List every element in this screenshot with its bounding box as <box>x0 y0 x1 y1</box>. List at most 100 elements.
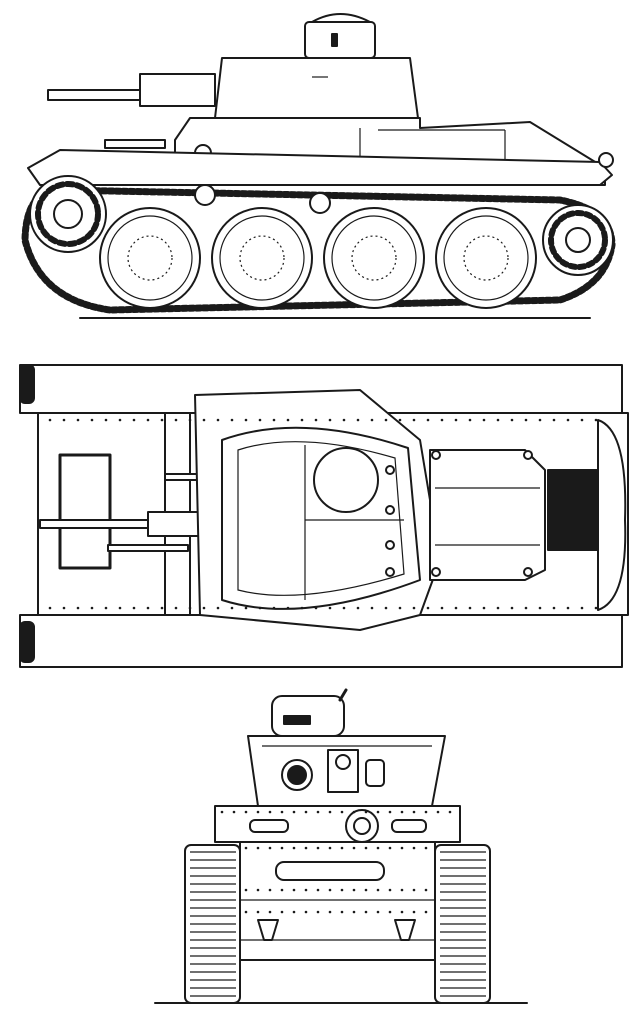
deck-bolt <box>523 567 533 577</box>
rivet <box>174 418 178 422</box>
front-mudguard-right <box>19 621 35 663</box>
rivet <box>524 606 528 610</box>
hull-side <box>27 117 614 186</box>
return-roller-rear <box>309 192 331 214</box>
track-guard <box>27 149 613 186</box>
rivet <box>328 888 332 892</box>
gun-mantlet <box>139 73 216 107</box>
road-wheel-hub <box>463 235 509 281</box>
road-wheel-tyre <box>323 207 425 309</box>
rivet <box>292 846 296 850</box>
rivet <box>412 418 416 422</box>
front-tow-bar <box>275 861 385 881</box>
rivet <box>118 606 122 610</box>
tow-hook-left <box>257 919 279 941</box>
rivet <box>316 888 320 892</box>
rivet <box>90 606 94 610</box>
top-view <box>19 364 629 668</box>
road-wheel-hub <box>239 235 285 281</box>
rivet <box>412 910 416 914</box>
rivet <box>328 910 332 914</box>
rivet <box>468 606 472 610</box>
rivet <box>244 846 248 850</box>
road-wheel-hub <box>351 235 397 281</box>
commander-cupola <box>304 21 376 59</box>
rivet <box>538 606 542 610</box>
rivet <box>258 606 262 610</box>
rivet <box>352 846 356 850</box>
rivet <box>244 606 248 610</box>
rivet <box>256 888 260 892</box>
rivet <box>132 606 136 610</box>
rivet <box>230 418 234 422</box>
deck-bolt <box>431 567 441 577</box>
rivet <box>300 418 304 422</box>
idler-wheel <box>542 204 614 276</box>
rivet <box>424 846 428 850</box>
rivet <box>160 418 164 422</box>
rivet <box>132 418 136 422</box>
rivet <box>304 846 308 850</box>
rivet <box>272 606 276 610</box>
driver-hatch-frame <box>58 453 112 570</box>
rivet <box>286 606 290 610</box>
rivet <box>412 810 416 814</box>
turret-body <box>214 57 419 119</box>
deck-bolt <box>431 450 441 460</box>
road-wheel-rim <box>107 215 193 301</box>
rivet <box>468 418 472 422</box>
rivet <box>328 810 332 814</box>
rivet <box>188 606 192 610</box>
rivet <box>268 888 272 892</box>
rivet <box>412 606 416 610</box>
gunner-visor <box>391 819 427 833</box>
rivet <box>272 418 276 422</box>
rivet <box>424 910 428 914</box>
rivet <box>104 418 108 422</box>
rivet <box>510 418 514 422</box>
rivet <box>376 810 380 814</box>
rivet <box>364 888 368 892</box>
rivet <box>440 606 444 610</box>
engine-deck-top <box>429 449 546 581</box>
rivet <box>454 606 458 610</box>
rivet <box>454 418 458 422</box>
rivet <box>316 810 320 814</box>
rivet <box>436 810 440 814</box>
rivet <box>552 606 556 610</box>
drive-sprocket <box>29 175 107 253</box>
rivet <box>244 418 248 422</box>
rivet <box>48 418 52 422</box>
rivet <box>232 810 236 814</box>
rivet <box>594 606 598 610</box>
rivet <box>268 846 272 850</box>
deck-bolt <box>523 450 533 460</box>
rivet <box>400 846 404 850</box>
rivet <box>280 846 284 850</box>
rivet <box>566 606 570 610</box>
rivet <box>216 606 220 610</box>
rivet <box>256 910 260 914</box>
rivet <box>566 418 570 422</box>
rivet <box>356 418 360 422</box>
rivet <box>384 606 388 610</box>
rivet <box>280 888 284 892</box>
rivet <box>342 606 346 610</box>
rivet <box>76 606 80 610</box>
rivet <box>340 846 344 850</box>
rivet <box>580 418 584 422</box>
turret-vision-glass <box>287 765 307 785</box>
road-wheel-tyre <box>211 207 313 309</box>
road-wheel-hub <box>127 235 173 281</box>
rivet <box>280 910 284 914</box>
rivet <box>244 910 248 914</box>
rivet <box>400 810 404 814</box>
tow-hook-right <box>394 919 416 941</box>
rivet <box>316 910 320 914</box>
rivet <box>352 810 356 814</box>
radiator-grille <box>547 469 601 551</box>
rivet <box>384 418 388 422</box>
rivet <box>412 846 416 850</box>
hull-machine-gun <box>104 139 166 149</box>
cupola-hatch <box>311 13 371 23</box>
